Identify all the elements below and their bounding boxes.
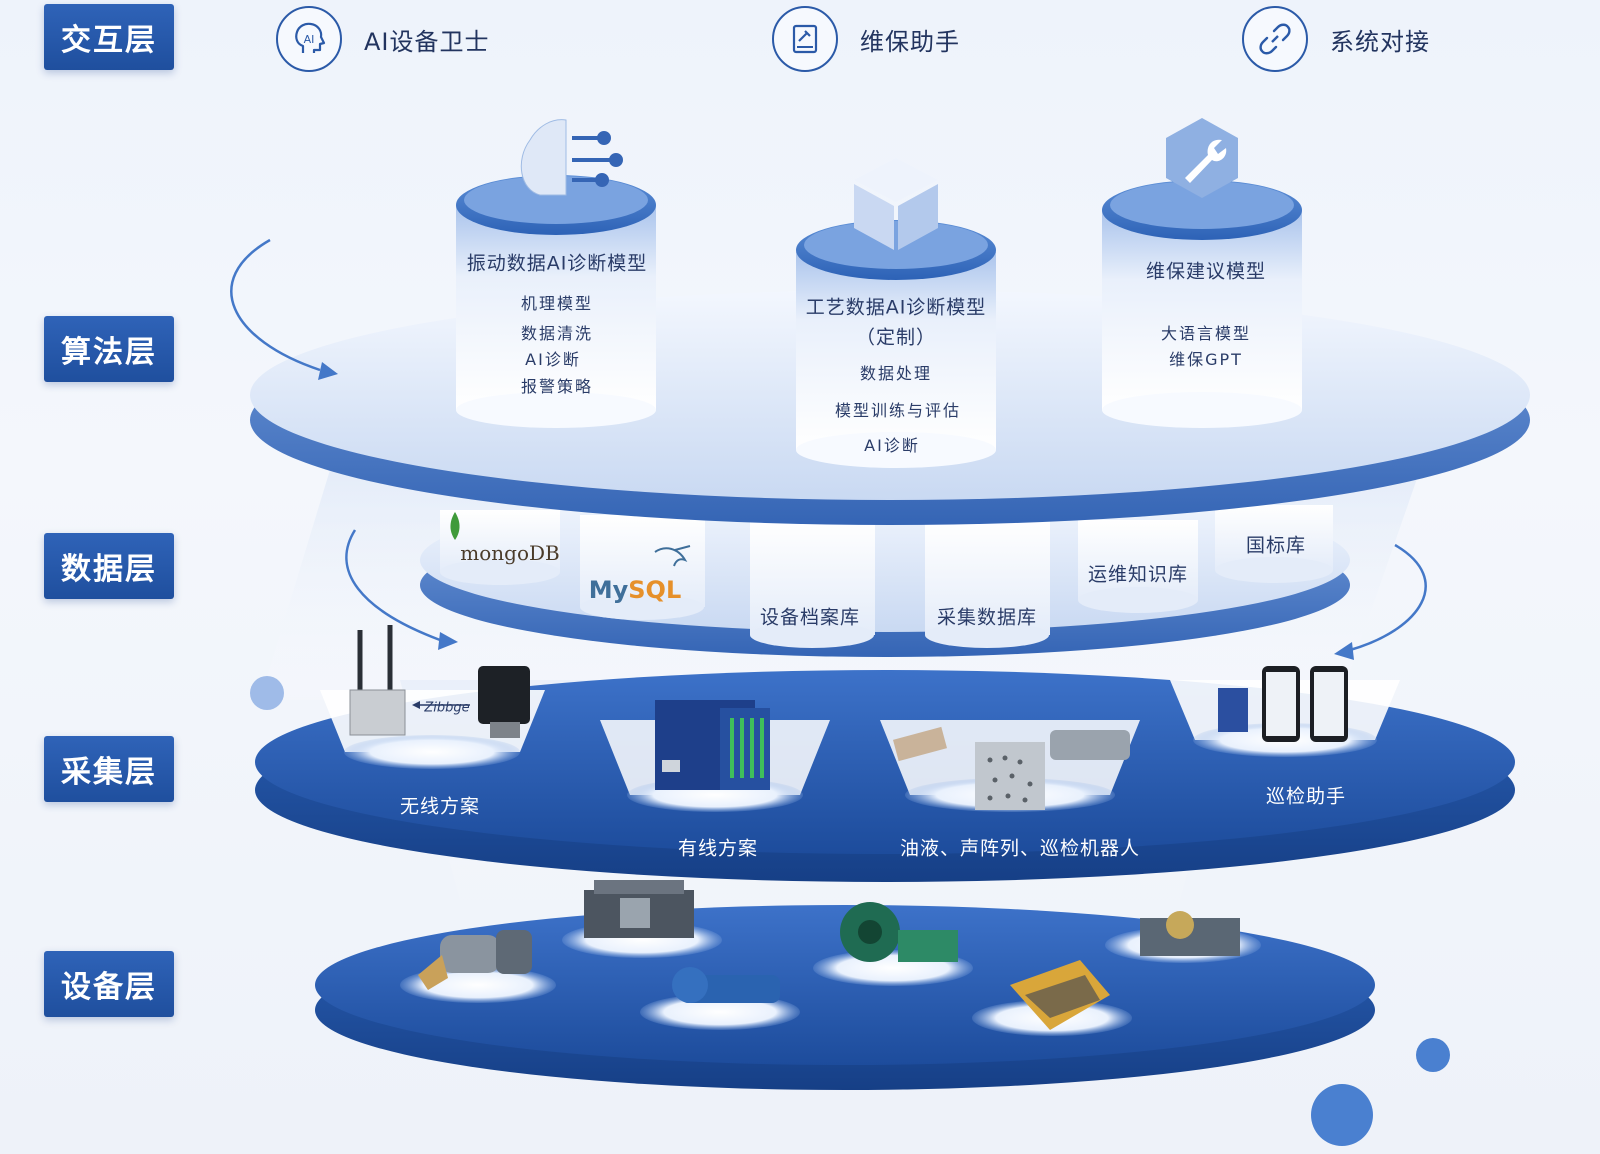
db-mysql-logo: MySQL <box>589 576 682 604</box>
gearbox-machine <box>1010 960 1110 1030</box>
collection-wired: 有线方案 <box>677 837 759 860</box>
model-item: 维保GPT <box>1169 350 1243 369</box>
collection-oil-acoustic-robot: 油液、声阵列、巡检机器人 <box>899 837 1141 860</box>
db-knowledge: 运维知识库 <box>1087 563 1189 586</box>
layer-label-interaction: 交互层 <box>44 4 174 70</box>
decor-dot-left <box>250 676 284 710</box>
mysql-my-text: My <box>588 576 629 604</box>
wireless-gateway-device <box>349 625 530 738</box>
wired-collector-device <box>655 700 770 790</box>
model-item: 数据处理 <box>859 364 933 383</box>
oil-acoustic-robot-devices <box>893 726 1130 810</box>
db-archive: 设备档案库 <box>759 606 861 629</box>
model-subtitle-process: （定制） <box>855 326 937 349</box>
maintenance-tablet-icon <box>772 6 838 72</box>
interaction-label-system-link: 系统对接 <box>1330 27 1430 56</box>
model-item: AI诊断 <box>525 350 581 369</box>
db-collection: 采集数据库 <box>936 606 1038 629</box>
collection-wireless: 无线方案 <box>399 795 481 818</box>
fan-blower-machine <box>840 902 958 962</box>
interaction-label-ai-guard: AI设备卫士 <box>364 27 490 56</box>
layer-label-algorithm: 算法层 <box>44 316 174 382</box>
db-standard: 国标库 <box>1245 534 1307 557</box>
layer-label-collection: 采集层 <box>44 736 174 802</box>
layer-label-data: 数据层 <box>44 533 174 599</box>
generator-set-machine <box>584 880 694 938</box>
zibbge-label: Zibbge <box>424 700 470 716</box>
svg-text:AI: AI <box>304 33 315 46</box>
model-title-vibration: 振动数据AI诊断模型 <box>466 252 648 275</box>
ai-head-icon: AI <box>276 6 342 72</box>
model-cylinder-3 <box>1102 180 1302 428</box>
mongodb-leaf-icon <box>450 512 460 540</box>
model-item: 大语言模型 <box>1160 324 1252 343</box>
mysql-sql-text: SQL <box>628 576 682 604</box>
link-icon <box>1242 6 1308 72</box>
db-cylinders <box>440 505 1333 648</box>
mysql-dolphin-icon <box>654 545 691 567</box>
inspection-handheld-devices <box>1218 666 1348 742</box>
model-item: AI诊断 <box>864 436 920 455</box>
model-item: 机理模型 <box>520 294 594 313</box>
model-cylinder-2 <box>796 220 996 468</box>
interaction-item-ai-guard[interactable]: AI AI设备卫士 <box>276 6 490 72</box>
cube-icon <box>854 158 938 250</box>
interaction-label-maintenance: 维保助手 <box>860 27 960 56</box>
model-title-process: 工艺数据AI诊断模型 <box>805 296 987 319</box>
model-item: 数据清洗 <box>520 324 594 343</box>
model-item: 报警策略 <box>520 377 594 396</box>
collection-inspection: 巡检助手 <box>1265 785 1347 808</box>
model-title-maintenance: 维保建议模型 <box>1145 260 1267 283</box>
decor-dot-right-large <box>1311 1084 1373 1146</box>
wrench-shield-icon <box>1166 118 1238 198</box>
ai-brain-circuit-icon <box>520 119 623 196</box>
interaction-item-maintenance[interactable]: 维保助手 <box>772 6 960 72</box>
centrifugal-pump-machine <box>672 967 780 1003</box>
interaction-item-system-link[interactable]: 系统对接 <box>1242 6 1430 72</box>
layer-label-equipment: 设备层 <box>44 951 174 1017</box>
model-cylinder-1 <box>456 175 656 428</box>
motor-pump-machine <box>418 930 532 990</box>
db-mongodb-logo: mongoDB <box>460 541 560 565</box>
model-item: 模型训练与评估 <box>834 401 962 420</box>
compressor-machine <box>1140 911 1240 956</box>
decor-dot-right-small <box>1416 1038 1450 1072</box>
